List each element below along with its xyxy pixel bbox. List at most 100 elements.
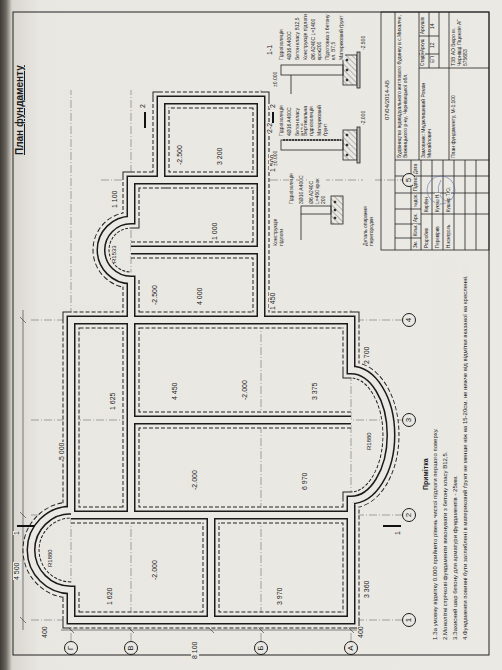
title-block-grid (419, 12, 420, 160)
footing-outline (31, 100, 391, 620)
axis-line (31, 90, 402, 641)
axis-bubble: 4 (402, 313, 416, 327)
text-layer: План фундаментуГВБА123458 1004004004 500… (11, 10, 491, 660)
title-block-text: 07/04/2014-АБ (384, 80, 391, 120)
section-mark: 1 (394, 531, 402, 535)
section-mark: 2 (139, 104, 147, 108)
section-mark: 1 (13, 531, 21, 535)
title-block-text: Кільк. (413, 224, 418, 236)
dimension-text: 400 (41, 626, 49, 638)
title-block-text: Зм. (413, 241, 418, 248)
detail-callout: Материковий ґрунт (317, 94, 329, 136)
section-detail (281, 52, 360, 240)
detail-callout: Материковий ґрунт (339, 14, 345, 60)
sheet-frame (13, 12, 489, 655)
footing-outline (31, 100, 391, 620)
section-detail (343, 55, 357, 85)
dimension-text: 4 450 (171, 382, 179, 400)
section-detail (346, 134, 348, 136)
title-block-text: Замовник: Меджлишевий Роман Михайлович (421, 70, 433, 158)
detail-callout: Ø6 A240C L=1400 крок200 (311, 14, 323, 60)
axis-letter: 1 (405, 618, 413, 622)
detail-callout: Гідроізоляція (279, 94, 285, 136)
drawing-title: План фундаменту (14, 65, 25, 155)
section-detail (291, 75, 292, 94)
detail-callout: ±0.000 (273, 151, 279, 166)
detail-callout: Вертикальна гідроізоляція (303, 94, 315, 136)
dimension-line (20, 512, 26, 518)
footing-outline (31, 100, 391, 620)
section-cut (17, 525, 35, 527)
detail-callout: Деталь опирання перегородки (363, 176, 375, 246)
axis-bubble: В (124, 641, 138, 655)
note-text: Примітка (422, 458, 430, 490)
axis-letter: А (347, 645, 355, 650)
radius-text: R1880 (366, 432, 373, 450)
title-block-text: Кирбун (424, 197, 429, 212)
dimension-text: 1 100 (111, 190, 119, 208)
detail-callout: Конструкція підлоги (273, 206, 285, 246)
section-cut (17, 112, 401, 526)
dimension-text: 1 000 (211, 222, 219, 240)
dimension-text: 400 (357, 626, 365, 638)
title-block-grid (476, 160, 477, 250)
detail-callout: Ø6 A240C L=450 крок 200 (309, 172, 326, 204)
title-block-grid (421, 160, 422, 250)
section-detail (281, 140, 343, 150)
title-block-text: Арк. (413, 213, 418, 222)
foundation-wall (31, 100, 391, 620)
title-block-grid (419, 68, 489, 69)
section-detail (334, 217, 336, 219)
axis-bubble: Б (254, 641, 268, 655)
title-block-grid (395, 193, 489, 194)
axis-bubble: 2 (402, 508, 416, 522)
dimension-text: -2.500 (176, 145, 184, 165)
section-detail (346, 144, 348, 146)
title-block-text: Перевірив (435, 226, 440, 248)
title-block-text: Будівництво індивідуального житлового бу… (397, 14, 409, 158)
title-block-text: Аркуш (420, 39, 425, 52)
dimension-text: 2 700 (363, 346, 371, 364)
title-block-grid (439, 12, 440, 68)
title-block-grid (443, 160, 444, 250)
title-block-text: №док. (413, 194, 418, 207)
radius-text: R1880 (47, 549, 54, 567)
dimension-text: 3 375 (311, 382, 319, 400)
dimension-text: 5 000 (58, 442, 66, 460)
axis-letter: 2 (405, 513, 413, 517)
foundation-wall (31, 100, 391, 620)
detail-callout: Гідроізоляція (289, 172, 295, 204)
section-detail (357, 52, 360, 88)
section-cut (383, 525, 401, 527)
dimension-text: 3 360 (363, 580, 371, 598)
title-block-grid (449, 12, 450, 160)
section-detail (281, 65, 343, 75)
detail-callout: 3Ø10 A400C (299, 172, 305, 204)
dimension-text: -2.000 (191, 470, 199, 490)
dimension-text: 1 620 (106, 587, 114, 605)
section-detail (346, 154, 348, 156)
section-detail (334, 209, 336, 211)
foundation-wall (31, 100, 391, 620)
title-block-text: 14 (430, 23, 436, 29)
axis-letter: 5 (405, 178, 413, 182)
dimension-text: 4 500 (13, 562, 21, 580)
section-detail (346, 79, 348, 81)
detail-callout: -2.000 (361, 111, 367, 125)
detail-callout: Бетон класу В12,5 (295, 14, 301, 60)
dimension-line (23, 310, 24, 630)
axis-letter: Б (257, 645, 265, 650)
title-block-text: Підпис (413, 177, 418, 191)
title-block-text: Стадія (420, 52, 425, 66)
dimension-line (20, 317, 26, 323)
axis-letter: В (127, 645, 135, 650)
title-block-text: Н.контроль (446, 225, 451, 248)
axis-bubble: 1 (402, 613, 416, 627)
axis-bubble: 3 (402, 413, 416, 427)
dimension-text: 1 450 (269, 292, 277, 310)
detail-callout: -2.500 (361, 36, 367, 50)
title-block-text: 12 (430, 42, 436, 48)
dimension-text: 1 625 (109, 392, 117, 410)
axis-letter: 3 (405, 418, 413, 422)
